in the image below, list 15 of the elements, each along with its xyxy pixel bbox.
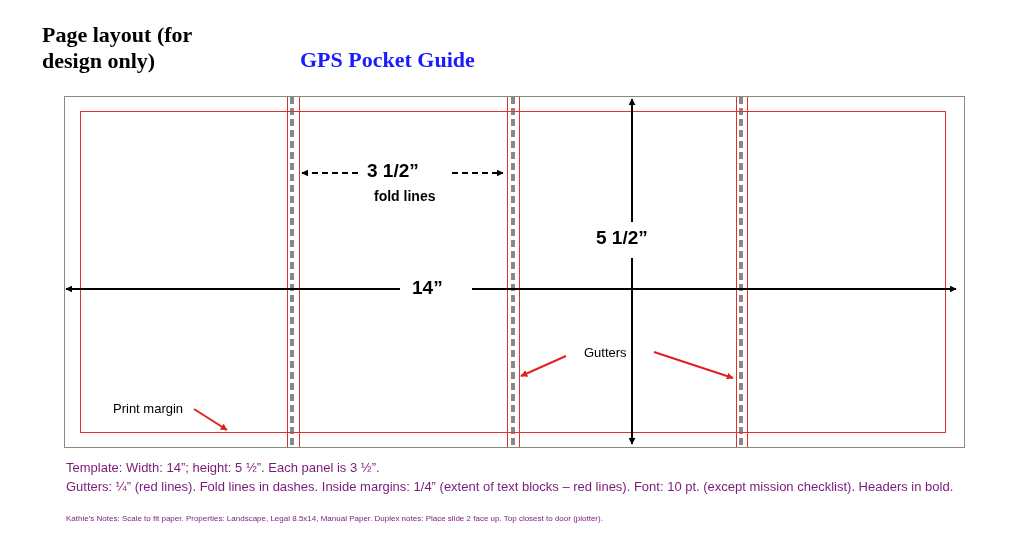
dimension-label: 3 1/2” [367,160,419,182]
callout-text: Gutters [568,345,651,360]
leader-arrow [520,355,567,377]
note-text: Kathie’s Notes: Scale to fit paper. Properties: Landscape, Legal 8.5x14, Manual Paper. Duplex notes: Place slide 2 face up. Top closest to door (plotter). [66,514,603,523]
note-text: Gutters: ¼” (red lines). Fold lines in dashes. Inside margins: 1/4” (extent of text blocks – red lines). Font: 10 pt. (except mission checklist). Headers in bold. [66,478,955,495]
fold-lines-label: fold lines [374,188,436,204]
leader-arrow [193,408,228,431]
gutter [507,97,520,447]
leader-arrow [653,351,734,380]
gutter [736,97,748,447]
dimension-label: 14” [412,277,443,299]
callout-text: Print margin [113,401,196,416]
heading: GPS Pocket Guide [300,47,475,73]
diagram-title: Page layout (for design only) [42,22,193,74]
note-text: Template: Width: 14”; height: 5 ½”. Each panel is 3 ½”. [66,460,380,475]
